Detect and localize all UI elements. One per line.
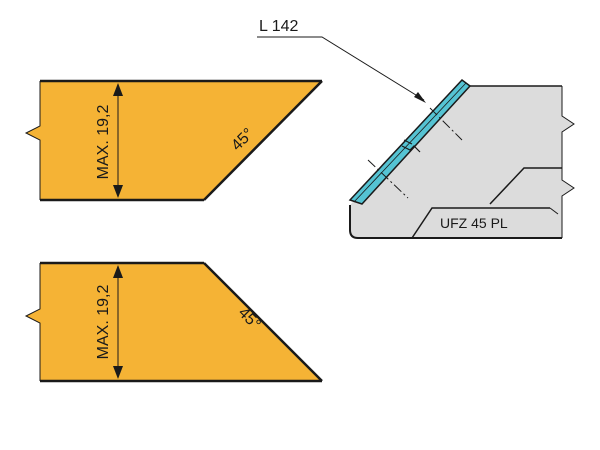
edge-leader-line xyxy=(257,36,425,101)
bottom-board-profile: MAX. 19,2 45° xyxy=(24,261,323,383)
center-line-lower xyxy=(367,159,409,199)
bottom-board-shape xyxy=(26,263,322,381)
edge-label: L 142 xyxy=(259,18,299,35)
assembly-view: L 142 UFZ 45 PL xyxy=(257,18,575,239)
top-board-profile: MAX. 19,2 45° xyxy=(24,79,323,202)
table-body xyxy=(350,86,574,238)
part-label: UFZ 45 PL xyxy=(440,215,508,231)
bottom-dimension-label: MAX. 19,2 xyxy=(95,285,112,360)
top-dimension-label: MAX. 19,2 xyxy=(95,105,112,180)
top-board-shape xyxy=(26,81,322,200)
center-line-upper xyxy=(429,107,463,141)
